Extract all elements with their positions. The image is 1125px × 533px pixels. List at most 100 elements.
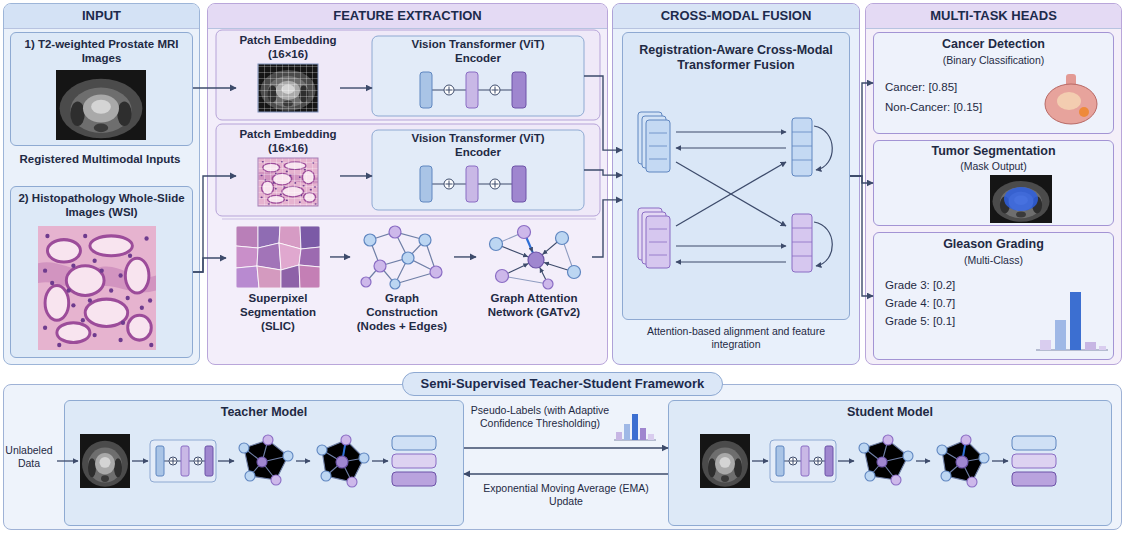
attention-graph-image (543, 279, 553, 289)
histogram-icon (648, 434, 654, 440)
superpixel-image (281, 265, 300, 288)
mri-image (56, 70, 146, 140)
panel-heading: FEATURE EXTRACTION (208, 4, 607, 29)
encoder-block (490, 85, 500, 95)
box-title: 1) T2-weighted Prostate MRI Images (16, 38, 187, 66)
text-slot: 1) T2-weighted Prostate MRI Images (16, 38, 187, 66)
text-slot: Grade 3: [0.2] (885, 279, 1015, 293)
step-title: Patch Embedding (16×16) (236, 34, 340, 62)
fusion-illustration (642, 116, 666, 168)
bar-chart (1036, 292, 1108, 350)
fusion-illustration (792, 228, 812, 256)
head-subtitle: (Multi-Class) (874, 254, 1113, 267)
encoder-block (444, 85, 454, 95)
superpixel-image (299, 247, 320, 267)
attention-graph-image (496, 232, 574, 284)
input-arrow (57, 460, 78, 461)
superpixel-image (279, 226, 301, 249)
encoder-block (372, 36, 584, 116)
attention-graph-image (536, 260, 548, 284)
connector (330, 256, 350, 257)
fusion-illustration (814, 222, 832, 266)
graph-image (389, 226, 401, 238)
fusion-box: Registration-Aware Cross-Modal Transform… (622, 32, 850, 320)
caption-text: Attention-based alignment and feature in… (626, 325, 846, 350)
box-title: Student Model (669, 405, 1111, 420)
text-slot: CROSS-MODAL FUSION (613, 4, 859, 29)
fusion-illustration (649, 229, 667, 255)
graph-image (364, 234, 376, 246)
score-value: Grade 5: [0.1] (885, 315, 1015, 329)
head-subtitle: (Binary Classification) (874, 54, 1113, 67)
mask-image (990, 175, 1052, 223)
histogram-icon (614, 414, 656, 440)
input-box: 2) Histopathology Whole-Slide Images (WS… (10, 186, 193, 358)
fusion-illustration (792, 118, 812, 176)
connector (464, 473, 668, 474)
panel-heading: MULTI-TASK HEADS (866, 4, 1121, 29)
fusion-illustration (646, 216, 670, 268)
graph-image (419, 234, 431, 246)
text-slot: Gleason Grading (874, 237, 1113, 252)
encoder-block (466, 72, 478, 108)
encoder-block (372, 36, 584, 210)
band-title: Semi-Supervised Teacher-Student Framewor… (402, 372, 724, 396)
text-slot: Vision Transformer (ViT) Encoder (388, 132, 568, 160)
graph-image (430, 266, 442, 278)
attention-graph-image (556, 232, 569, 245)
encoder-block (512, 72, 526, 108)
connector (584, 170, 622, 175)
text-slot: Registration-Aware Cross-Modal Transform… (633, 43, 839, 73)
graph-image (374, 260, 386, 272)
text-slot: Attention-based alignment and feature in… (626, 325, 846, 350)
attention-graph-image (536, 238, 562, 260)
text-slot: Graph Attention Network (GATv2) (476, 292, 592, 320)
connector (193, 258, 226, 272)
text-slot: Registered Multimodal Inputs (12, 153, 188, 167)
graph-step: Graph Construction (Nodes + Edges) (350, 222, 454, 358)
row-frame (222, 219, 596, 220)
encoder-block (492, 87, 499, 94)
text-slot: Unlabeled Data (3, 444, 55, 469)
patch-grid-image (258, 158, 318, 206)
mri-image (56, 70, 146, 140)
prostate-icon (1045, 74, 1097, 124)
fusion-illustration (676, 126, 832, 266)
bar-chart (1036, 350, 1108, 351)
text-slot: Superpixel Segmentation (SLIC) (226, 292, 330, 333)
attention-graph-image (502, 260, 536, 276)
attention-graph-image (496, 244, 536, 260)
connector (193, 176, 236, 272)
graph-image (366, 232, 436, 284)
input-box: 1) T2-weighted Prostate MRI Images (10, 32, 193, 146)
mask-image (990, 175, 1052, 223)
row-frame (216, 30, 600, 219)
head-title: Gleason Grading (874, 237, 1113, 252)
head-box: Gleason Grading (Multi-Class) Grade 3: [0.… (873, 232, 1114, 360)
step-caption: Graph Construction (Nodes + Edges) (350, 292, 454, 333)
attention-graph-image (536, 260, 574, 272)
box-title: Teacher Model (65, 405, 463, 420)
edge-label: Pseudo-Labels (with Adaptive Confidence … (470, 404, 610, 429)
superpixel-image (257, 266, 281, 288)
attention-graph-image (568, 266, 581, 279)
graph-image (402, 252, 414, 264)
encoder-block (420, 72, 432, 108)
patch-embedding: Patch Embedding (16×16) (236, 128, 340, 212)
text-slot: Graph Construction (Nodes + Edges) (350, 292, 454, 333)
fusion-illustration (642, 212, 666, 264)
superpixel-image (299, 265, 320, 288)
text-slot: Patch Embedding (16×16) (236, 128, 340, 156)
score-value: Grade 3: [0.2] (885, 279, 1015, 293)
text-slot: Grade 4: [0.7] (885, 297, 1015, 311)
attention-graph-image (496, 238, 574, 284)
superpixel-image (236, 226, 320, 288)
fusion-illustration (814, 126, 832, 170)
connector (850, 176, 873, 296)
graph-step: Graph Attention Network (GATv2) (476, 222, 592, 358)
attention-graph-image (490, 226, 581, 290)
encoder-block (446, 87, 453, 94)
connector (454, 256, 476, 257)
histology-image (38, 226, 156, 350)
superpixel-image (300, 226, 320, 249)
